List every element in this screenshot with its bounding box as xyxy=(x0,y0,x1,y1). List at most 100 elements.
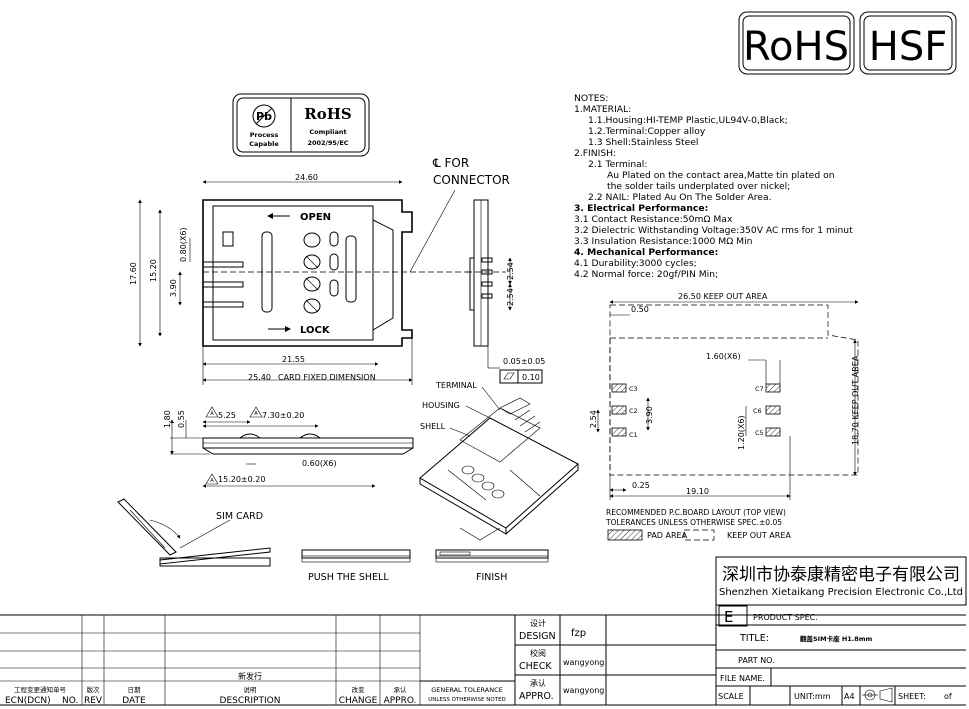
note-line: 3.1 Contact Resistance:50mΩ Max xyxy=(574,214,733,225)
dim-055: 0.55 xyxy=(177,410,186,428)
datum-triangle-icon xyxy=(205,473,219,485)
centerline-label: ℄ FOR xyxy=(432,156,469,170)
note-line: 2.FINISH: xyxy=(574,148,616,159)
pcb-c2: C2 xyxy=(629,407,638,415)
flatness-icon xyxy=(503,372,515,380)
note-line: 1.MATERIAL: xyxy=(574,104,631,115)
flatness-value: 0.10 xyxy=(522,373,540,382)
note-line: 2.1 Terminal: xyxy=(588,159,647,170)
finish-label: FINISH xyxy=(476,572,507,583)
pcb-tolerances: TOLERANCES UNLESS OTHERWISE SPEC.±0.05 xyxy=(605,518,782,527)
note-line: NOTES: xyxy=(574,93,608,104)
note-line: Au Plated on the contact area,Matte tin … xyxy=(607,170,835,181)
revision-table: 新发行 工程变更通知单号 ECN(DCN) NO. 版次 REV 日期 DATE… xyxy=(0,615,421,706)
part-no: PART NO. xyxy=(738,656,775,665)
isometric-view: TERMINAL HOUSING SHELL xyxy=(419,381,579,541)
note-line: 4.2 Normal force: 20gf/PIN Min; xyxy=(574,269,718,280)
check-label: CHECK xyxy=(519,661,552,672)
shell-label: SHELL xyxy=(420,422,446,431)
datum-letter: A xyxy=(254,411,258,417)
notes-block: NOTES: 1.MATERIAL: 1.1.Housing:HI-TEMP P… xyxy=(574,93,853,280)
pb-circle-icon xyxy=(252,104,276,128)
dim-254-side: 2.54 xyxy=(506,262,515,280)
note-line: 3.2 Dielectric Withstanding Voltage:350V… xyxy=(574,225,853,236)
note-line: 4. Mechanical Performance: xyxy=(574,247,718,258)
dim-height: 17.60 xyxy=(129,262,138,285)
ecn-cn: 工程变更通知单号 xyxy=(14,685,67,694)
rohs-stamp-text-2: 2002/95/EC xyxy=(307,139,348,147)
side-pins xyxy=(481,257,493,299)
appro-cn: 承认 xyxy=(530,678,546,688)
pcb-dim-120: 1.20(X6) xyxy=(737,415,746,450)
appro-label: APPRO. xyxy=(519,691,554,702)
note-line: 1.2.Terminal:Copper alloy xyxy=(588,126,706,137)
datum-triangle-icon xyxy=(205,406,219,418)
title-block: 深圳市协泰康精密电子有限公司 Shenzhen Xietaikang Preci… xyxy=(0,556,967,706)
dim-180: 1.80 xyxy=(163,410,172,428)
desc-cn: 说明 xyxy=(244,685,258,694)
right-side-view: 2.54 2.54 0.05±0.05 0.10 xyxy=(466,199,545,384)
gen-tol-2: UNLESS OTHERWISE NOTED xyxy=(428,697,506,703)
projection-symbol-icon xyxy=(862,687,893,703)
open-label: OPEN xyxy=(300,212,331,223)
pcb-keepout-right: 18.70 KEEP OUT AREA xyxy=(851,355,860,445)
connector-label: CONNECTOR xyxy=(433,173,510,187)
check-name: wangyong xyxy=(563,658,604,667)
rev-letter: E xyxy=(724,608,733,626)
keep-out-label: KEEP OUT AREA xyxy=(727,531,791,540)
keepout-swatch xyxy=(683,529,715,541)
housing-label: HOUSING xyxy=(422,401,460,410)
product-spec: PRODUCT SPEC. xyxy=(753,613,818,622)
front-side-view: 1.80 0.55 A 5.25 A 7.30±0.20 0.60(X6) A … xyxy=(163,406,414,488)
rev-cn: 版次 xyxy=(87,685,101,694)
pcb-pads xyxy=(611,383,781,437)
change-label: CHANGE xyxy=(339,696,378,706)
note-line: 4.1 Durability:3000 cycles; xyxy=(574,258,697,269)
file-name: FILE NAME. xyxy=(720,674,765,683)
note-line: 1.1.Housing:HI-TEMP Plastic,UL94V-0,Blac… xyxy=(588,115,788,126)
appro-name: wangyong xyxy=(563,686,604,695)
check-cn: 校阅 xyxy=(530,648,546,658)
pb-rohs-stamp: Pb Process Capable RoHS Compliant 2002/9… xyxy=(232,93,370,157)
scale-label: SCALE xyxy=(718,692,744,701)
top-view: OPEN LOCK ℄ FOR CONNECTOR 24.60 17.60 15… xyxy=(129,156,510,385)
pcb-layout: 26.50 KEEP OUT AREA 0.50 18.70 KEEP OUT … xyxy=(589,292,860,541)
sim-insertion-sequence: SIM CARD PUSH THE SHELL FINISH xyxy=(117,498,549,583)
pcb-dim-390: 3.90 xyxy=(645,406,654,424)
dim-2540: 25.40 xyxy=(248,373,271,382)
rohs-box-text: RoHS xyxy=(743,24,849,70)
note-line: 3. Electrical Performance: xyxy=(574,203,708,214)
contact-pads xyxy=(303,231,339,314)
company-cn: 深圳市协泰康精密电子有限公司 xyxy=(722,565,960,585)
pcb-dim-1910: 19.10 xyxy=(686,487,709,496)
pb-text-1: Process xyxy=(250,131,279,139)
datum-triangle-icon xyxy=(249,406,263,418)
lock-label: LOCK xyxy=(300,325,331,336)
rohs-hsf-marks: RoHS HSF xyxy=(738,11,957,75)
of-label: of xyxy=(944,692,952,701)
dim-width: 24.60 xyxy=(295,173,318,182)
dim-390: 3.90 xyxy=(169,279,178,297)
terminal-label: TERMINAL xyxy=(435,381,477,390)
dim-525: 5.25 xyxy=(218,411,236,420)
rev-label: REV xyxy=(84,696,103,706)
pb-symbol: Pb xyxy=(256,110,272,123)
date-cn: 日期 xyxy=(128,686,142,694)
date-label: DATE xyxy=(122,696,146,706)
new-release: 新发行 xyxy=(238,671,262,681)
dim-pitch: 0.80(X6) xyxy=(179,227,188,262)
left-terminals xyxy=(202,231,244,308)
sheet-label: SHEET: xyxy=(898,692,926,701)
iso-contacts xyxy=(447,465,541,501)
dim-2155: 21.55 xyxy=(282,355,305,364)
title-label: TITLE: xyxy=(739,633,769,644)
note-line: the solder tails underplated over nickel… xyxy=(607,181,790,192)
rev-appro-cn: 承认 xyxy=(394,685,408,694)
design-label: DESIGN xyxy=(519,631,556,642)
card-fixed-dimension: CARD FIXED DIMENSION xyxy=(278,373,376,382)
desc-label: DESCRIPTION xyxy=(220,696,281,706)
rohs-stamp-title: RoHS xyxy=(304,105,351,123)
note-line: 3.3 Insulation Resistance:1000 MΩ Min xyxy=(574,236,753,247)
gen-tol-1: GENERAL TOLERANCE xyxy=(431,686,503,694)
